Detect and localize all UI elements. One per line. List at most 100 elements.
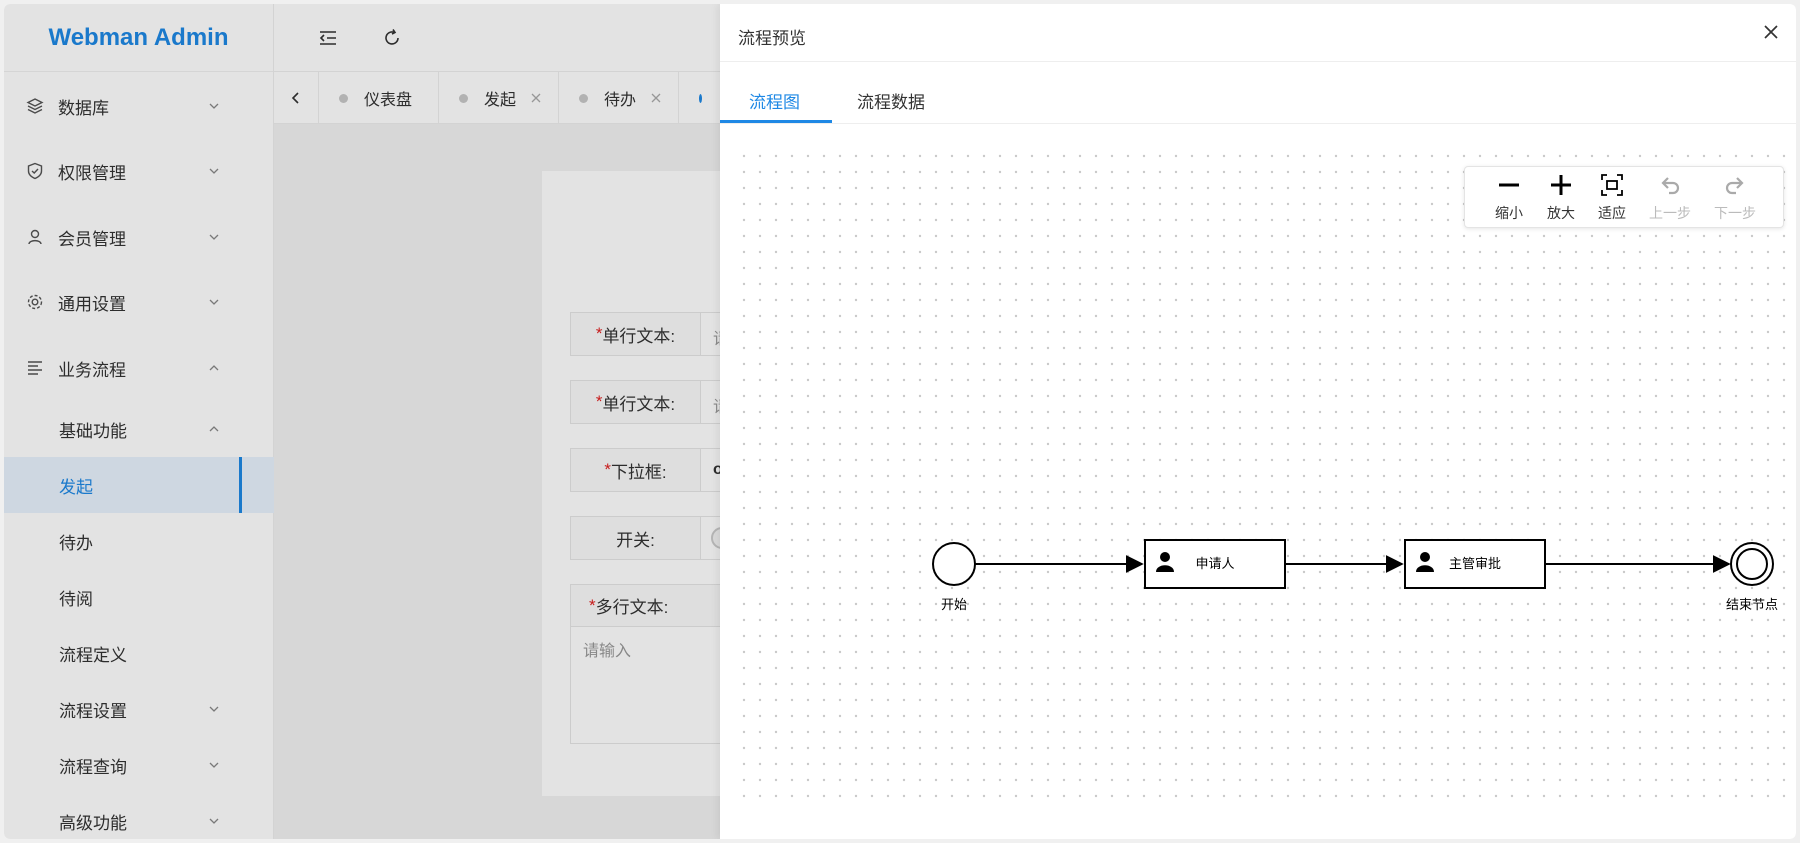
- flow-canvas[interactable]: 开始 申请人 主管审批 结束节点: [742, 154, 1796, 804]
- tab-dot: [579, 93, 588, 103]
- user-icon: [1156, 552, 1174, 572]
- tab-initiate[interactable]: 发起: [438, 72, 558, 124]
- gear-icon: [26, 293, 44, 311]
- start-event-label: 开始: [941, 597, 967, 612]
- sidebar-item-label: 发起: [59, 477, 93, 497]
- redo-button[interactable]: 下一步: [1705, 167, 1765, 229]
- chevron-up-icon: [208, 362, 220, 374]
- redo-icon: [1723, 173, 1747, 197]
- sidebar-item-label: 流程设置: [59, 701, 127, 721]
- select-value[interactable]: o: [713, 461, 723, 478]
- form-label-text: 多行文本:: [595, 598, 669, 617]
- shield-icon: [26, 162, 44, 180]
- form-label-text: 开关:: [616, 530, 655, 550]
- sidebar-item-todo[interactable]: 待办: [4, 513, 274, 569]
- tab-label: 待办: [604, 92, 637, 109]
- fit-view-button[interactable]: 适应: [1582, 167, 1642, 229]
- chevron-left-icon[interactable]: [286, 88, 306, 108]
- sidebar-item-label: 流程定义: [59, 645, 127, 665]
- tab-label: 仪表盘: [364, 92, 413, 109]
- tab-label: 发起: [484, 92, 517, 109]
- sidebar-item-label: 流程查询: [59, 757, 127, 777]
- close-icon[interactable]: [650, 92, 662, 104]
- chevron-down-icon: [208, 165, 220, 177]
- sidebar-item-flow-settings[interactable]: 流程设置: [4, 681, 274, 737]
- admin-app: Webman Admin 数据库 权限管理 会员管理: [4, 4, 1796, 839]
- chevron-down-icon: [208, 231, 220, 243]
- drawer-title: 流程预览: [738, 29, 806, 48]
- start-event[interactable]: [932, 542, 976, 586]
- form-label-text: 下拉框:: [610, 462, 667, 482]
- sidebar-item-flow-query[interactable]: 流程查询: [4, 737, 274, 793]
- chevron-down-icon: [208, 759, 220, 771]
- tab-dashboard[interactable]: 仪表盘: [318, 72, 438, 124]
- app-logo[interactable]: Webman Admin: [4, 4, 273, 72]
- zoom-in-button[interactable]: 放大: [1531, 167, 1591, 229]
- sidebar-item-permissions[interactable]: 权限管理: [4, 143, 274, 199]
- task-manager-label: 主管审批: [1449, 556, 1501, 571]
- divider: [720, 123, 1796, 124]
- close-icon[interactable]: [1762, 23, 1780, 41]
- minus-icon: [1497, 173, 1521, 197]
- required-mark: *: [595, 324, 603, 343]
- required-mark: *: [589, 595, 596, 615]
- flow-diagram: 开始 申请人 主管审批 结束节点: [742, 154, 1796, 804]
- tab-todo[interactable]: 待办: [558, 72, 678, 124]
- undo-button[interactable]: 上一步: [1640, 167, 1700, 229]
- flow-preview-drawer: 流程预览 流程图 流程数据: [720, 4, 1796, 839]
- form-label: *下拉框:: [571, 449, 701, 491]
- sidebar-item-members[interactable]: 会员管理: [4, 209, 274, 265]
- tab-flow-diagram[interactable]: 流程图: [749, 93, 800, 112]
- form-label-text: 单行文本:: [602, 326, 676, 346]
- chevron-down-icon: [208, 703, 220, 715]
- zoom-toolbar: 缩小 放大 适应 上一步 下一步: [1464, 166, 1784, 228]
- end-event-inner: [1736, 548, 1768, 580]
- sidebar-item-settings[interactable]: 通用设置: [4, 274, 274, 330]
- toolbar-label: 适应: [1598, 205, 1626, 221]
- sidebar-item-database[interactable]: 数据库: [4, 78, 274, 134]
- collapse-menu-icon[interactable]: [318, 28, 338, 48]
- toolbar-label: 下一步: [1714, 205, 1756, 221]
- active-tab-indicator: [720, 120, 832, 123]
- sidebar-item-definition[interactable]: 流程定义: [4, 625, 274, 681]
- refresh-icon[interactable]: [382, 28, 402, 48]
- list-icon: [26, 359, 44, 377]
- toolbar-label: 缩小: [1495, 205, 1523, 221]
- sidebar-item-workflow[interactable]: 业务流程: [4, 340, 274, 396]
- tab-dot: [339, 93, 348, 103]
- dot-grid: [742, 154, 1796, 804]
- sidebar-item-label: 高级功能: [59, 813, 127, 833]
- form-label-text: 单行文本:: [602, 394, 676, 414]
- sidebar-item-initiate[interactable]: 发起: [4, 457, 274, 513]
- sidebar-item-basic[interactable]: 基础功能: [4, 401, 274, 457]
- required-mark: *: [604, 460, 611, 479]
- close-icon[interactable]: [530, 92, 542, 104]
- sidebar-item-label: 待阅: [59, 589, 93, 609]
- sidebar: Webman Admin 数据库 权限管理 会员管理: [4, 4, 274, 839]
- sidebar-item-label: 通用设置: [58, 294, 126, 314]
- chevron-down-icon: [208, 100, 220, 112]
- sidebar-item-label: 会员管理: [58, 229, 126, 249]
- sidebar-item-label: 业务流程: [58, 360, 126, 380]
- chevron-down-icon: [208, 296, 220, 308]
- sidebar-item-label: 权限管理: [58, 163, 126, 183]
- task-applicant-label: 申请人: [1195, 556, 1234, 571]
- user-icon: [1416, 552, 1434, 572]
- zoom-out-button[interactable]: 缩小: [1479, 167, 1539, 229]
- toolbar-label: 放大: [1547, 205, 1575, 221]
- tab-flow-data[interactable]: 流程数据: [857, 93, 925, 112]
- undo-icon: [1658, 173, 1682, 197]
- tab-dot: [459, 93, 468, 103]
- form-label: *单行文本:: [571, 381, 701, 423]
- fit-icon: [1600, 173, 1624, 197]
- sidebar-item-label: 待办: [59, 533, 93, 553]
- form-label: *单行文本:: [571, 313, 701, 355]
- database-icon: [26, 97, 44, 115]
- textarea-placeholder[interactable]: 请输入: [583, 643, 632, 660]
- tab-active[interactable]: [678, 72, 718, 124]
- chevron-down-icon: [208, 815, 220, 827]
- sidebar-item-toread[interactable]: 待阅: [4, 569, 274, 625]
- sidebar-item-advanced[interactable]: 高级功能: [4, 793, 274, 839]
- toolbar-label: 上一步: [1649, 205, 1691, 221]
- divider: [720, 61, 1796, 62]
